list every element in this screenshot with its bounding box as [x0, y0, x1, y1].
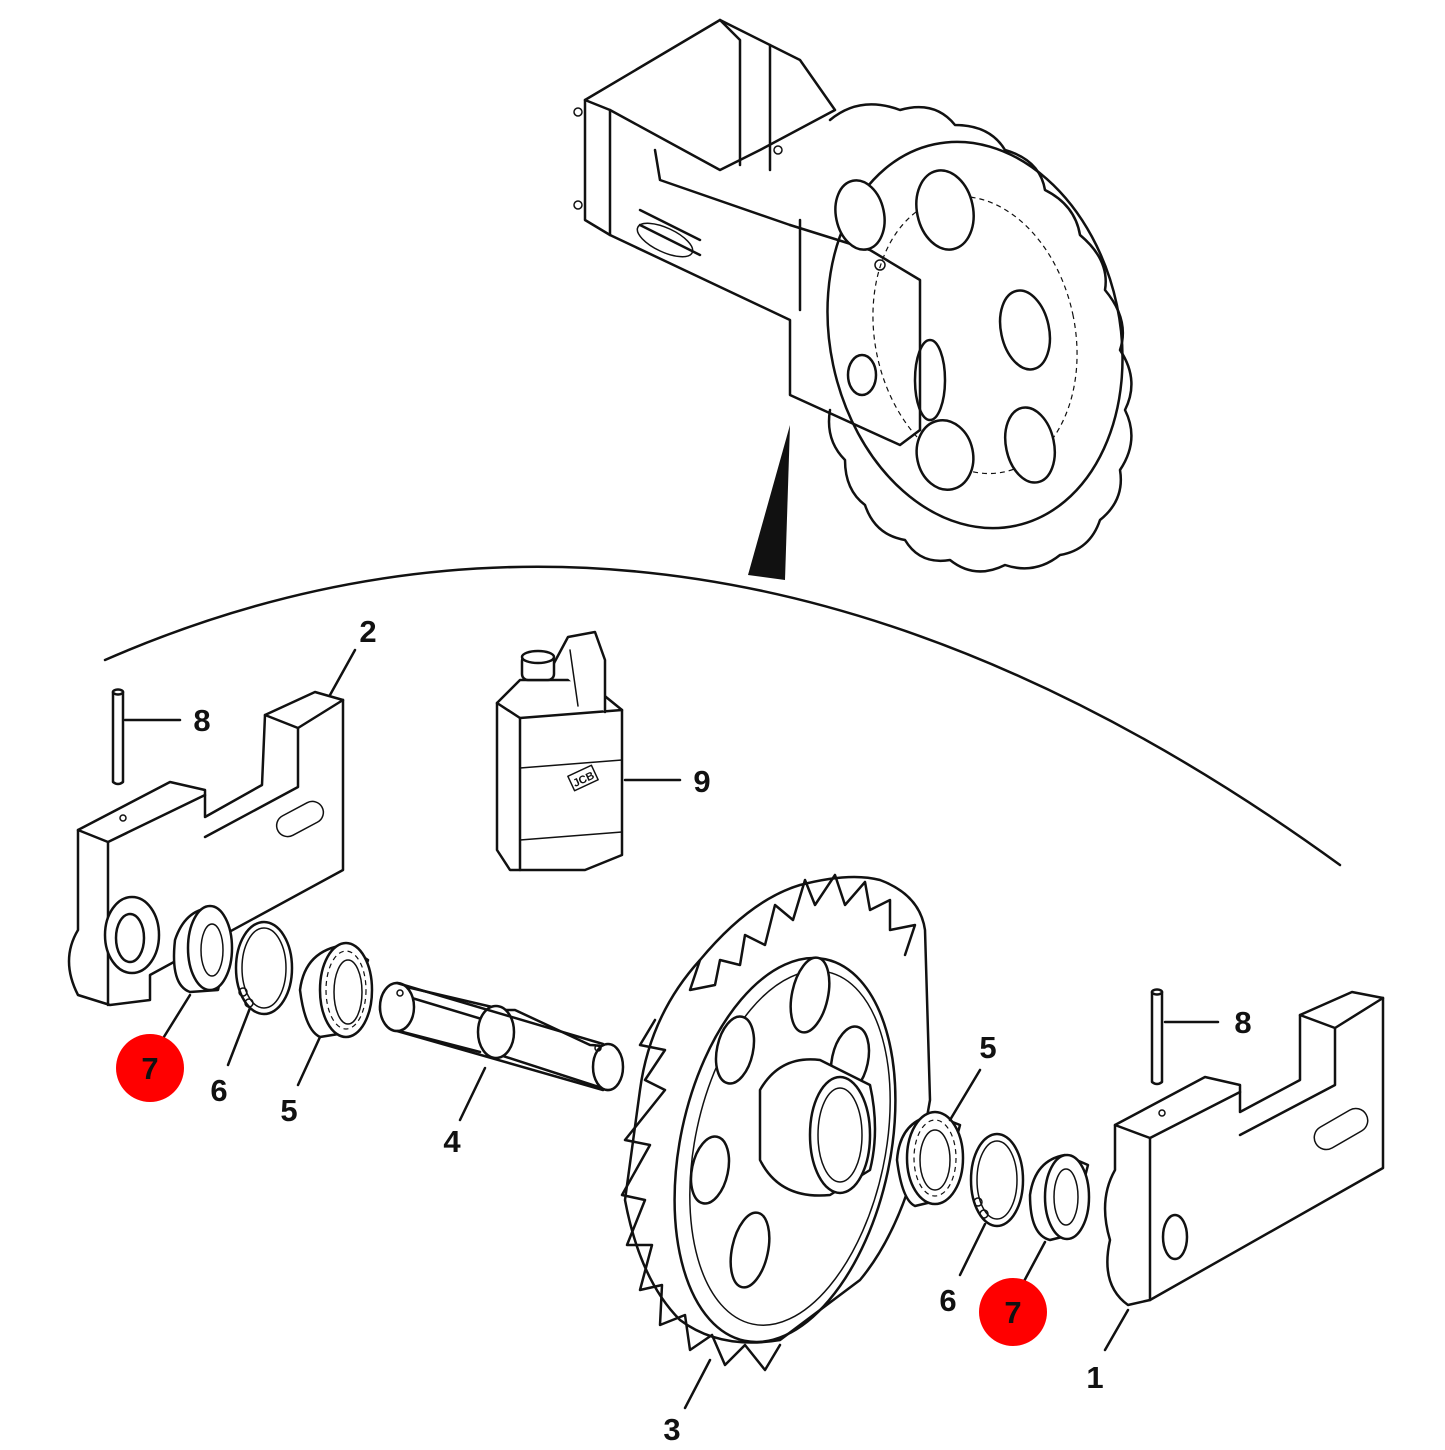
callout-seal-right[interactable]: 7 — [1004, 1295, 1021, 1330]
callout-frame-left: 2 — [359, 614, 376, 649]
callout-pin-left: 8 — [193, 703, 210, 738]
pin-left — [111, 688, 182, 786]
callout-frame-right: 1 — [1086, 1360, 1103, 1395]
bearing-left — [298, 941, 374, 1039]
callout-lubricant: 9 — [693, 764, 710, 799]
circlip-left — [234, 920, 294, 1016]
pin-right — [1150, 988, 1220, 1086]
seal-left — [172, 904, 234, 994]
callout-circlip-left: 6 — [210, 1073, 227, 1108]
assembled-sprocket — [826, 103, 1133, 573]
callout-leaders — [160, 648, 1130, 1410]
seal-right-highlight[interactable] — [979, 1278, 1047, 1346]
shaft — [378, 981, 625, 1092]
seal-left-highlight[interactable] — [116, 1034, 184, 1102]
callout-seal-left[interactable]: 7 — [141, 1051, 158, 1086]
callout-bearing-right: 5 — [979, 1030, 996, 1065]
circlip-right — [969, 1132, 1025, 1228]
callout-circlip-right: 6 — [939, 1283, 956, 1318]
callout-shaft: 4 — [443, 1124, 461, 1159]
frame-right — [1103, 990, 1385, 1307]
detail-pointer — [748, 425, 790, 580]
callout-sprocket: 3 — [663, 1412, 680, 1445]
seal-right — [1028, 1153, 1091, 1242]
frame-left — [67, 690, 345, 1007]
bearing-right — [895, 1110, 965, 1208]
lubricant-container: JCB — [495, 630, 682, 872]
sprocket — [620, 873, 932, 1372]
assembled-sprocket-view — [573, 18, 1133, 573]
callout-pin-right: 8 — [1234, 1005, 1251, 1040]
detail-arc — [103, 565, 1342, 867]
callout-bearing-left: 5 — [280, 1093, 297, 1128]
